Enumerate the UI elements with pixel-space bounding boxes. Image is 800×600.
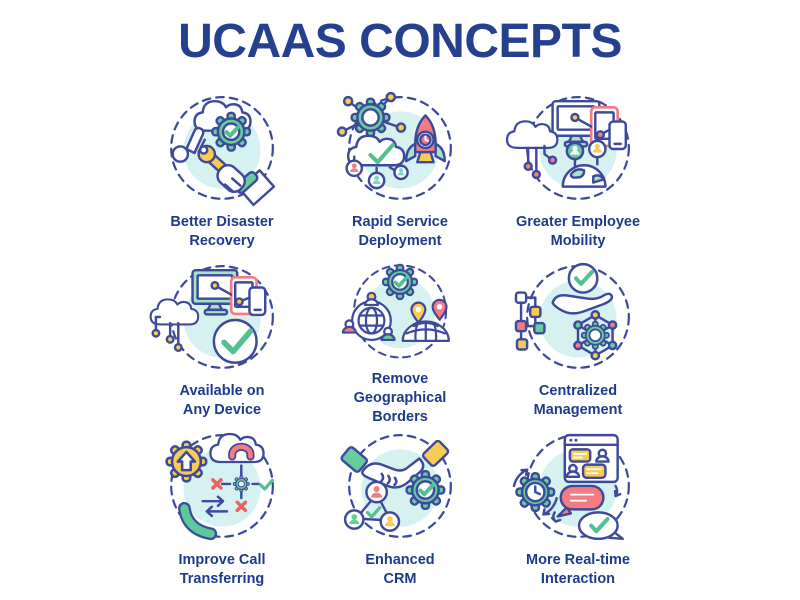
available-on-any-device-icon [149, 265, 274, 369]
concept-tile-available-on-any-device: Available on Any Device [133, 258, 311, 427]
rapid-service-deployment-icon [336, 91, 452, 200]
concept-label: Centralized Management [533, 383, 623, 418]
concept-label: Available on Any Device [179, 383, 265, 418]
globe-users-icon [561, 139, 607, 188]
x-mark-icon [235, 500, 248, 513]
wrench-hand-icon [197, 144, 276, 207]
remove-geographical-borders-icon [341, 263, 450, 359]
upgrade-gear-icon [165, 440, 208, 483]
concept-label: More Real-time Interaction [526, 552, 630, 587]
concept-tile-rapid-service-deployment: Rapid Service Deployment [311, 89, 489, 258]
centralized-management-icon [514, 262, 630, 369]
gear-check-icon [211, 111, 252, 152]
cloud-circuit-icon [505, 120, 559, 180]
dashed-circle [348, 96, 452, 200]
routing-icon [211, 464, 274, 513]
gear-check-icon [405, 470, 446, 511]
customer-group-icon [343, 480, 401, 532]
more-real-time-interaction-icon [512, 433, 630, 541]
devices-icon [551, 99, 628, 151]
check-circle-icon [212, 318, 258, 364]
network-gear-icon [336, 91, 407, 138]
cloud-circuit-icon [149, 298, 200, 352]
concept-tile-centralized-management: Centralized Management [489, 258, 667, 427]
concept-label: Better Disaster Recovery [170, 214, 274, 249]
concept-tile-remove-geographical-borders: Remove Geographical Borders [311, 258, 489, 427]
flow-arrows-icon [550, 484, 622, 523]
hand-icon [551, 292, 614, 315]
dashed-circle [348, 434, 452, 538]
network-gear-icon [573, 310, 618, 361]
concept-label: Rapid Service Deployment [352, 214, 448, 249]
x-mark-icon [211, 478, 223, 490]
improve-call-transferring-icon [165, 432, 274, 541]
devices-icon [191, 268, 267, 317]
flowchart-icon [514, 291, 546, 351]
concept-label: Enhanced CRM [365, 552, 435, 587]
concept-tile-better-disaster-recovery: Better Disaster Recovery [133, 89, 311, 258]
phone-handset-icon [178, 501, 218, 541]
team-avatars-icon [345, 155, 409, 190]
concept-label: Improve Call Transferring [178, 552, 266, 587]
chat-window-icon [563, 433, 619, 484]
message-bubble-icon [556, 484, 605, 518]
concept-tile-more-real-time-interaction: More Real-time Interaction [489, 427, 667, 596]
handshake-icon [340, 439, 450, 489]
transfer-arrows-icon [201, 495, 229, 518]
greater-employee-mobility-icon [505, 96, 630, 200]
concept-label: Greater Employee Mobility [515, 214, 641, 249]
rocket-icon [404, 114, 446, 164]
gear-check-icon [381, 263, 419, 301]
map-pins-icon [401, 298, 450, 342]
check-icon [365, 506, 382, 519]
globe-people-icon [341, 291, 396, 342]
check-bubble-icon [577, 511, 624, 541]
realtime-gear-icon [512, 468, 558, 516]
check-circle-icon [567, 262, 599, 294]
concept-tile-improve-call-transferring: Improve Call Transferring [133, 427, 311, 596]
concept-grid: Better Disaster Recovery [133, 89, 667, 596]
enhanced-crm-icon [340, 434, 452, 538]
concept-tile-enhanced-crm: Enhanced CRM [311, 427, 489, 596]
concept-label: Remove Geographical Borders [353, 371, 447, 426]
concept-tile-greater-employee-mobility: Greater Employee Mobility [489, 89, 667, 258]
check-icon [368, 142, 395, 165]
check-icon [259, 478, 274, 491]
dashed-circle [170, 96, 274, 200]
better-disaster-recovery-icon [170, 96, 276, 207]
cloud-icon [346, 134, 406, 167]
ok-hand-icon [171, 126, 206, 163]
page-title: UCAAS CONCEPTS [178, 15, 622, 68]
cloud-call-icon [209, 432, 265, 464]
